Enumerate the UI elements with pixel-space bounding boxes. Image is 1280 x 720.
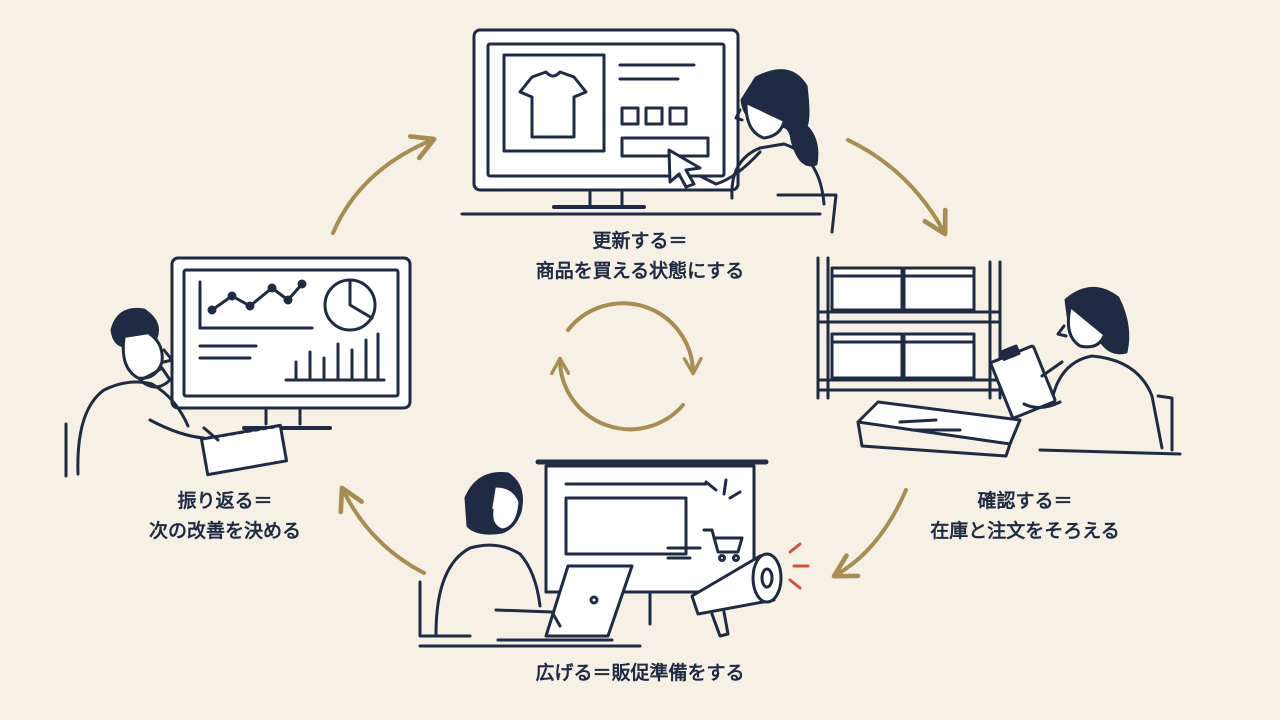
megaphone-screen-icon: [418, 459, 783, 648]
arrow-review-to-update: [331, 134, 437, 235]
step-spread-caption: 広げる＝販促準備をする: [440, 658, 840, 688]
step-review-description: 次の改善を決める: [148, 520, 301, 542]
monitor-tshirt-icon: [460, 28, 838, 234]
arrow-spread-to-review: [338, 485, 426, 575]
arrow-update-to-check: [846, 138, 948, 237]
step-check-caption: 確認する＝ 在庫と注文をそろえる: [880, 486, 1170, 546]
analytics-monitor-icon: [64, 256, 412, 478]
megaphone-sound-lines: [788, 542, 810, 590]
step-update-caption: 更新する＝ 商品を買える状態にする: [480, 226, 800, 286]
arrow-check-to-spread: [831, 488, 908, 579]
step-update-title: 更新する＝: [592, 230, 688, 252]
step-review-title: 振り返る＝: [177, 490, 273, 512]
warehouse-shelf-icon: [816, 256, 1182, 458]
cycle-arrows-icon: [550, 301, 703, 432]
step-review-caption: 振り返る＝ 次の改善を決める: [80, 486, 370, 546]
step-check-description: 在庫と注文をそろえる: [930, 520, 1120, 542]
step-spread-title: 広げる＝販促準備をする: [535, 662, 745, 684]
step-update-description: 商品を買える状態にする: [535, 260, 745, 282]
step-check-title: 確認する＝: [977, 490, 1073, 512]
cycle-arrows: [331, 134, 948, 579]
